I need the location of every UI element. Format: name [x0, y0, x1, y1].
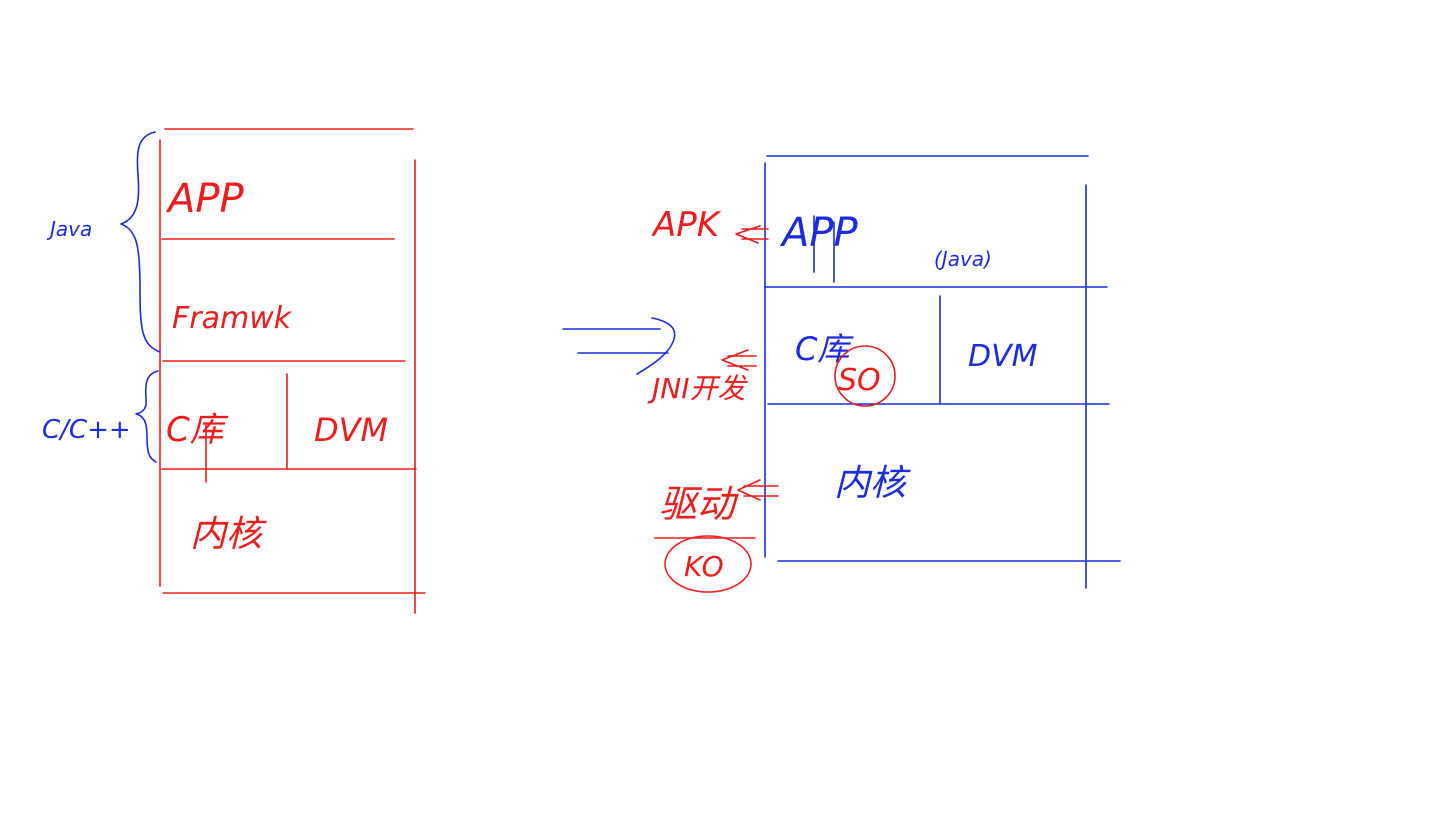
right-annotations: APK JNI开发 驱动 KO — [647, 205, 779, 593]
so-circle — [834, 345, 896, 407]
jni-arrow — [721, 349, 757, 371]
left-kernel-label: 内核 — [190, 514, 267, 555]
left-framework-label: Framwk — [172, 301, 293, 336]
right-app-label: APP — [779, 210, 858, 256]
left-dvm-label: DVM — [314, 411, 388, 449]
right-dvm-label: DVM — [968, 339, 1038, 374]
left-stack-diagram: APP Framwk C库 DVM 内核 Java C/C++ — [42, 128, 426, 614]
right-clib-label: C库 — [795, 330, 854, 368]
left-cpp-brace — [135, 370, 159, 463]
driver-label: 驱动 — [659, 482, 739, 526]
ko-circle — [664, 535, 752, 593]
right-app-language-label: (Java) — [934, 247, 992, 271]
so-label: SO — [838, 363, 881, 398]
arrow-head — [636, 317, 676, 375]
apk-arrow — [735, 225, 769, 244]
right-kernel-label: 内核 — [834, 463, 911, 504]
transform-arrow — [562, 317, 676, 375]
left-cpp-brace-label: C/C++ — [42, 415, 131, 445]
driver-arrow — [737, 479, 779, 501]
ko-label: KO — [684, 550, 724, 583]
right-stack-diagram: APP (Java) C库 DVM 内核 SO — [764, 155, 1121, 589]
jni-label: JNI开发 — [647, 372, 748, 405]
left-java-brace-label: Java — [46, 217, 92, 241]
left-java-brace — [120, 131, 161, 353]
left-app-label: APP — [165, 176, 244, 222]
left-clib-label: C库 — [166, 410, 229, 450]
apk-label: APK — [651, 205, 722, 245]
